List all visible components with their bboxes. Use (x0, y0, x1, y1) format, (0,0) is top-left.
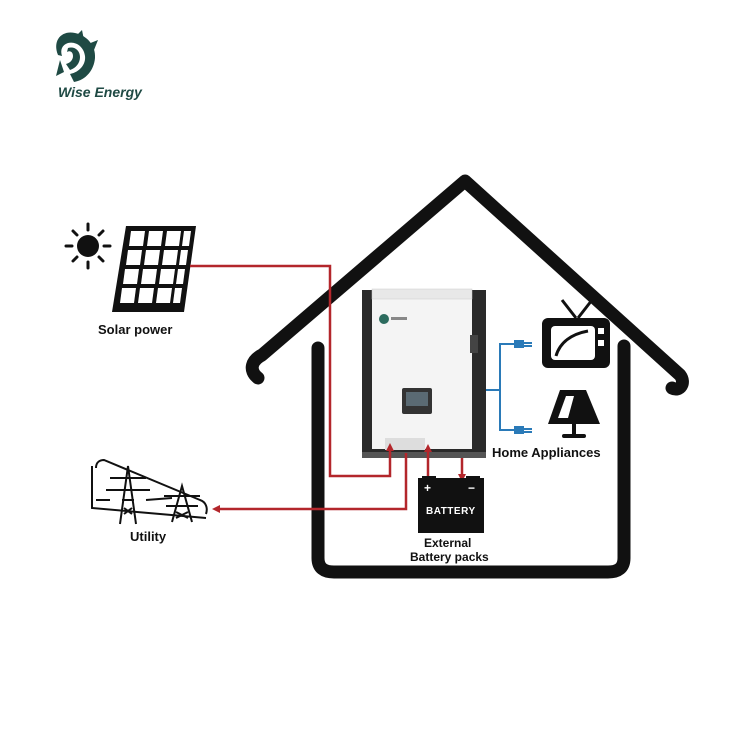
inverter-icon (362, 288, 486, 458)
sun-icon (64, 222, 112, 270)
solar-power-label: Solar power (98, 322, 172, 337)
brand-logo: Wise Energy (56, 30, 143, 100)
plug-icon (514, 340, 532, 434)
utility-label: Utility (130, 529, 167, 544)
brand-name: Wise Energy (58, 84, 143, 100)
battery-minus-sign: − (468, 481, 475, 495)
lamp-icon (548, 390, 600, 438)
solar-to-inverter-line (190, 264, 394, 478)
battery-label-line2: Battery packs (410, 550, 489, 564)
battery-plus-sign: + (424, 481, 431, 495)
battery-label-line1: External (424, 536, 471, 550)
home-appliances-label: Home Appliances (492, 445, 601, 460)
house-outline (245, 174, 689, 579)
power-tower-icon (91, 458, 208, 525)
lion-logo-icon (56, 30, 98, 82)
tv-icon (542, 299, 610, 368)
solar-panel-icon (112, 226, 196, 312)
battery-icon: + − BATTERY (418, 476, 484, 533)
inverter-to-utility-line (212, 453, 408, 513)
power-lines (190, 264, 466, 513)
load-lines (486, 343, 516, 431)
battery-box-label: BATTERY (426, 506, 476, 517)
